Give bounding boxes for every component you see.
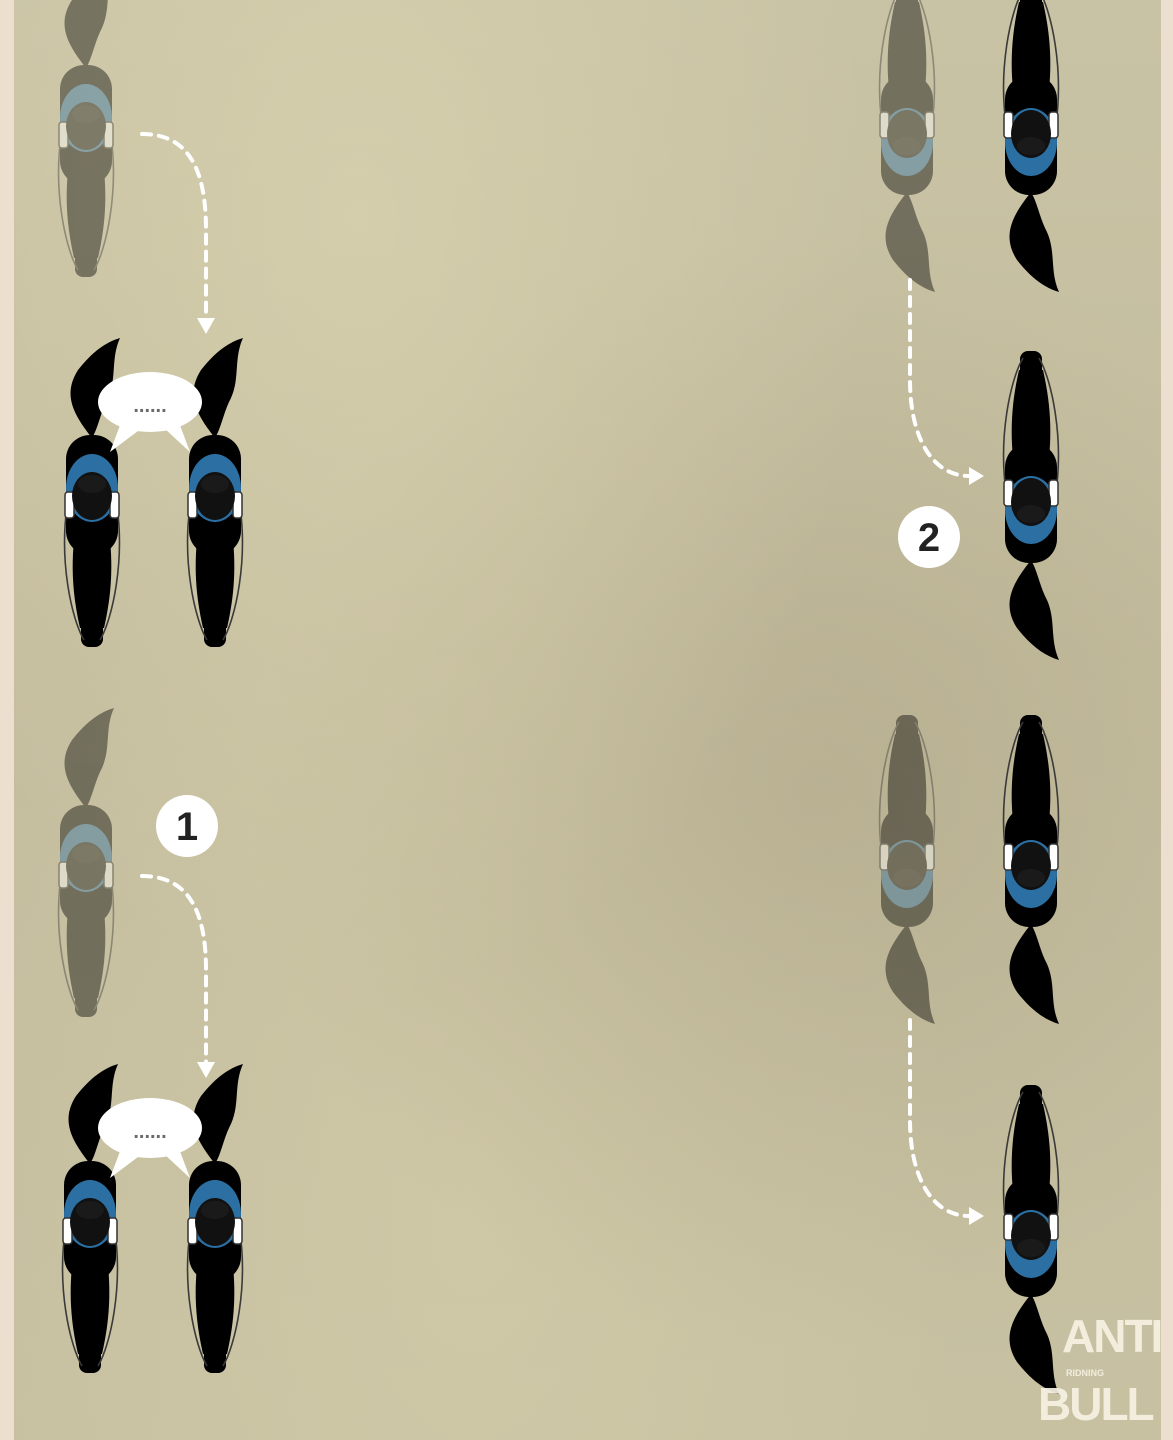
horse-rider-palomino-bottom-right — [1004, 715, 1059, 1024]
step-badge-1: 1 — [156, 795, 218, 857]
move-arrow-top-left — [142, 134, 206, 318]
speech-bubble-text: ...... — [133, 1121, 166, 1143]
ghost-horse-rider-top-right — [880, 0, 935, 292]
arrow-head — [197, 1062, 215, 1078]
arena-diagram: .chestnut .body, .chestnut .neck, .chest… — [14, 0, 1161, 1440]
step-badge-text: 1 — [176, 805, 198, 849]
move-arrow-bottom-right — [910, 1020, 969, 1216]
arrow-head — [969, 467, 984, 485]
speech-bubble-bottom: ...... — [98, 1098, 202, 1178]
step-badge-text: 2 — [918, 516, 940, 560]
arrow-head — [969, 1207, 984, 1225]
speech-bubble-text: ...... — [133, 395, 166, 417]
ghost-horse-rider-top-left — [59, 0, 114, 277]
anti-bull-logo: ANTI BULL RIDNING — [1038, 1310, 1161, 1430]
ghost-horse-rider-bottom-right — [880, 715, 935, 1024]
ghost-horse-rider-bottom-left — [59, 708, 114, 1017]
logo-line1: ANTI — [1062, 1310, 1161, 1362]
logo-line2: BULL — [1038, 1378, 1154, 1430]
move-arrow-bottom-left — [142, 876, 206, 1062]
logo-small-text: RIDNING — [1066, 1368, 1104, 1378]
horse-rider-chestnut-top-right — [1004, 0, 1059, 292]
horse-rider-bay-overtaking — [1004, 351, 1059, 660]
arrow-head — [197, 318, 215, 334]
step-badge-2: 2 — [898, 506, 960, 568]
horse-rider-bay-right — [188, 1064, 243, 1373]
horse-rider-chestnut-bottom-right — [1004, 1085, 1059, 1394]
move-arrow-top-right — [910, 280, 969, 476]
speech-bubble-top: ...... — [98, 372, 202, 452]
horse-rider-chestnut-right — [188, 338, 243, 647]
arena-frame: .chestnut .body, .chestnut .neck, .chest… — [14, 0, 1161, 1440]
